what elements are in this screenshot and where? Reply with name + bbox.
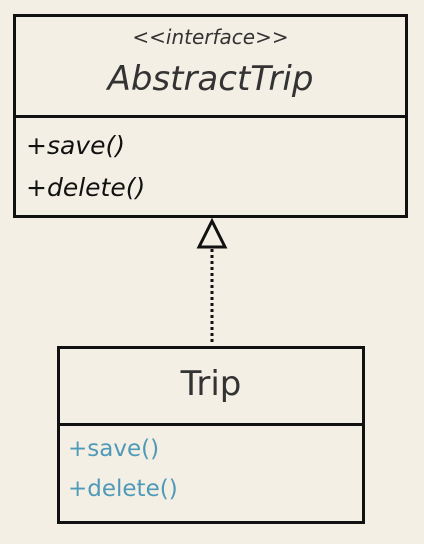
class-divider: [60, 423, 362, 426]
interface-box: <<interface>> AbstractTrip +save() +dele…: [13, 14, 408, 218]
interface-method-save: +save(): [26, 131, 125, 160]
interface-methods: +save() +delete(): [26, 125, 145, 209]
hollow-arrowhead-icon: [196, 217, 228, 249]
class-methods: +save() +delete(): [68, 429, 178, 509]
class-name: Trip: [180, 364, 242, 404]
interface-method-delete: +delete(): [26, 173, 146, 202]
class-method-delete: +delete(): [68, 476, 178, 502]
interface-stereotype: <<interface>>: [132, 25, 289, 49]
class-box: Trip +save() +delete(): [57, 346, 365, 524]
class-method-save: +save(): [68, 436, 160, 462]
interface-name: AbstractTrip: [107, 59, 314, 99]
interface-divider: [16, 115, 405, 118]
